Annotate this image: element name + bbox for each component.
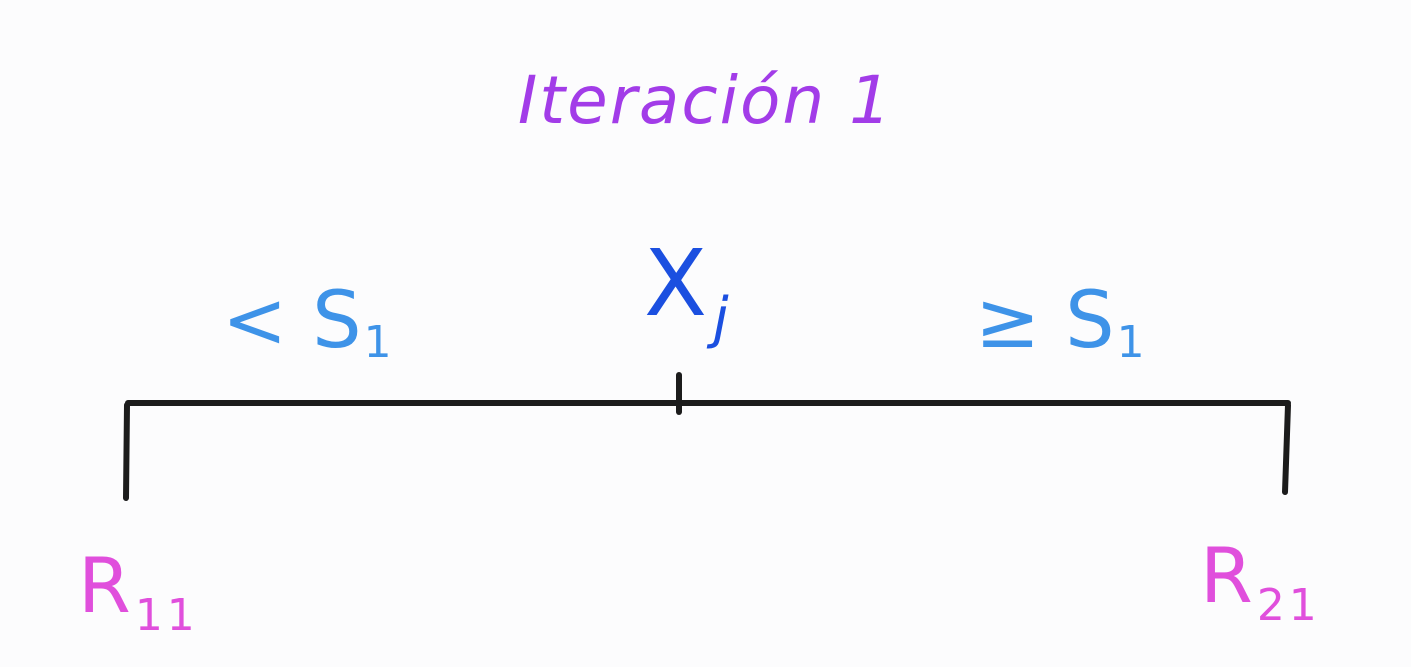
- right-condition-threshold-subscript: 1: [1116, 317, 1145, 368]
- left-condition-threshold: S: [312, 276, 362, 366]
- left-condition-operator: <: [222, 276, 288, 366]
- right-branch-drop: [1282, 402, 1291, 495]
- right-region-subscript: 21: [1256, 580, 1321, 631]
- left-region-label: R11: [78, 548, 199, 638]
- split-variable-subscript: j: [713, 286, 729, 351]
- right-condition-operator: ≥: [975, 276, 1041, 366]
- right-condition-threshold: S: [1065, 276, 1115, 366]
- left-condition-threshold-subscript: 1: [363, 317, 392, 368]
- left-branch-condition: < S1: [222, 282, 392, 365]
- right-region-symbol: R: [1200, 531, 1253, 620]
- left-branch-drop: [123, 402, 130, 501]
- left-region-subscript: 11: [134, 590, 199, 641]
- right-region-label: R21: [1200, 538, 1321, 628]
- right-branch-condition: ≥ S1: [975, 282, 1145, 365]
- split-variable-symbol: X: [644, 230, 708, 337]
- split-lines: [123, 372, 1291, 501]
- left-region-symbol: R: [78, 541, 131, 630]
- diagram-title: Iteración 1: [517, 62, 894, 139]
